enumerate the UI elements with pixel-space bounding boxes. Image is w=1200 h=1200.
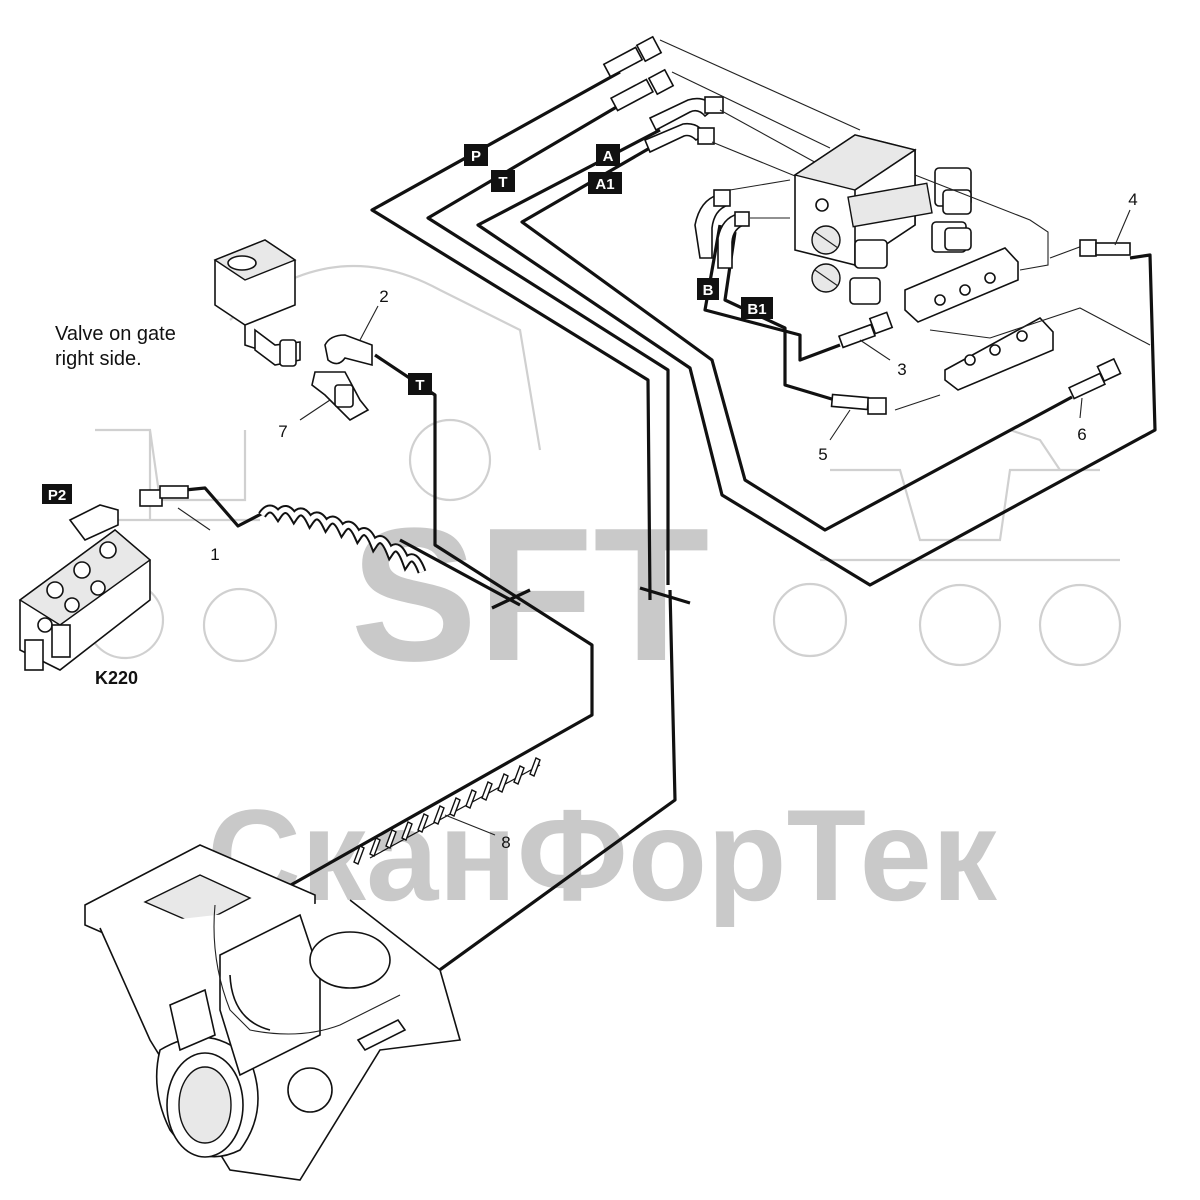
svg-text:A1: A1 — [595, 176, 614, 193]
clamp-bar-2 — [639, 586, 691, 605]
callout-3: 3 — [859, 339, 907, 379]
top-fittings — [602, 35, 861, 179]
svg-text:B1: B1 — [747, 301, 766, 318]
tag-t-top: T — [491, 170, 515, 192]
tag-a1: A1 — [588, 172, 622, 194]
svg-text:P2: P2 — [48, 487, 66, 504]
hose-p — [370, 70, 652, 601]
hose-a — [476, 128, 1157, 587]
tag-b: B — [697, 278, 719, 300]
fitting-a1 — [643, 122, 715, 154]
tag-t-gate: T — [408, 373, 432, 395]
fitting-t — [609, 68, 675, 112]
spiral-wrap-1 — [258, 504, 427, 574]
fitting-6 — [1067, 357, 1122, 400]
gate-valve-note-line1: Valve on gate — [55, 323, 176, 345]
callout-1: 1 — [177, 507, 220, 564]
tag-b1: B1 — [741, 297, 773, 319]
gate-valve — [213, 239, 373, 421]
k220-label: K220 — [95, 668, 138, 688]
svg-text:A: A — [603, 148, 614, 165]
hose-lower — [404, 589, 677, 997]
tag-p2: P2 — [42, 484, 72, 504]
callout-5: 5 — [818, 409, 851, 464]
svg-text:T: T — [498, 174, 507, 191]
hose-a1 — [520, 143, 1073, 532]
watermark-logo: SFT — [351, 489, 710, 701]
callouts: 1 2 3 4 5 6 7 8 — [177, 190, 1138, 852]
port-tags: P T A A1 B B1 T P2 — [42, 144, 773, 504]
hose-b1 — [723, 231, 836, 402]
gate-valve-note-line2: right side. — [55, 348, 142, 370]
clamp-bar-1 — [491, 588, 531, 610]
callout-6: 6 — [1077, 397, 1087, 444]
svg-text:5: 5 — [818, 445, 827, 464]
fitting-3 — [837, 311, 894, 349]
elbow-fittings-b — [694, 179, 791, 269]
svg-text:1: 1 — [210, 545, 219, 564]
callout-2: 2 — [359, 287, 389, 341]
svg-text:4: 4 — [1128, 190, 1137, 209]
valve-block — [793, 134, 1151, 411]
callout-7: 7 — [278, 399, 331, 441]
svg-text:P: P — [471, 148, 481, 165]
fitting-4 — [1079, 239, 1131, 257]
svg-text:2: 2 — [379, 287, 388, 306]
gearbox-housing — [84, 844, 462, 1181]
watermark-tractor-right — [772, 428, 1122, 667]
svg-text:6: 6 — [1077, 425, 1086, 444]
fitting-p — [602, 35, 663, 78]
svg-text:3: 3 — [897, 360, 906, 379]
svg-text:8: 8 — [501, 833, 510, 852]
svg-text:7: 7 — [278, 422, 287, 441]
spiral-wrap-8 — [353, 757, 541, 865]
callout-4: 4 — [1114, 190, 1138, 246]
hose-p2 — [184, 486, 266, 528]
hose-p2-continued — [399, 538, 521, 607]
svg-text:T: T — [415, 377, 424, 394]
fitting-a — [648, 96, 724, 132]
fitting-5 — [830, 393, 887, 415]
callout-8: 8 — [444, 814, 511, 852]
hose-t — [426, 100, 670, 585]
tag-a: A — [596, 144, 620, 166]
hose-routes — [184, 70, 1157, 997]
k220-distributor — [18, 485, 189, 671]
tag-p: P — [464, 144, 488, 166]
svg-text:B: B — [703, 282, 714, 299]
